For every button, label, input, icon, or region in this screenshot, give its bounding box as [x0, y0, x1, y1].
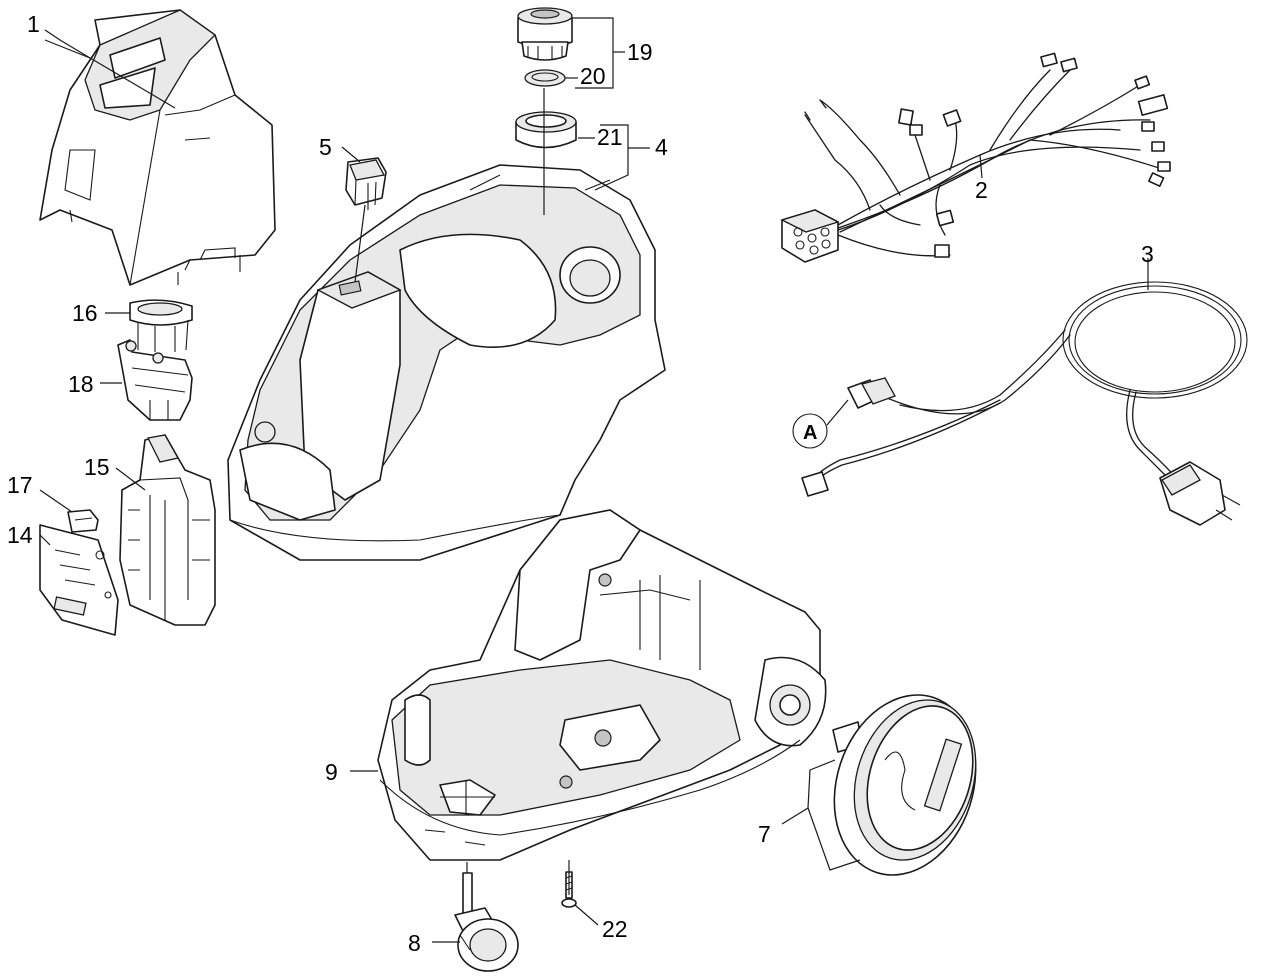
part-18-bracket [117, 339, 193, 421]
part-17-clip [67, 509, 99, 533]
part-4-upper-housing [227, 164, 666, 561]
label-part-4: 4 [655, 134, 668, 160]
label-part-1: 1 [27, 11, 40, 37]
part-2-wiring-harness [780, 52, 1171, 263]
part-16-holder-top [129, 299, 193, 352]
part-20-seal [524, 69, 566, 87]
label-part-14: 14 [7, 522, 33, 548]
part-5-switch [345, 157, 387, 210]
label-detail-a: A [803, 422, 817, 444]
label-part-19: 19 [627, 39, 653, 65]
label-part-3: 3 [1141, 241, 1154, 267]
label-part-7: 7 [758, 821, 771, 847]
label-part-22: 22 [602, 916, 628, 942]
label-part-15: 15 [84, 454, 110, 480]
label-part-8: 8 [408, 930, 421, 956]
part-number-labels: 1 19 20 21 4 5 2 3 16 18 15 17 14 9 7 22… [7, 11, 1154, 956]
label-part-17: 17 [7, 472, 33, 498]
part-19-cap [517, 7, 573, 61]
label-part-20: 20 [580, 63, 606, 89]
part-14-circuit-board [39, 524, 119, 636]
label-part-9: 9 [325, 759, 338, 785]
part-21-ring [515, 111, 577, 149]
leader-lines [39, 17, 1149, 943]
label-part-21: 21 [597, 124, 623, 150]
part-7-wheel [832, 694, 977, 876]
label-part-18: 18 [68, 371, 94, 397]
label-part-16: 16 [72, 300, 98, 326]
part-8-castor [454, 872, 519, 972]
part-15-housing [119, 434, 216, 626]
part-3-power-cord [792, 281, 1248, 526]
label-part-5: 5 [319, 134, 332, 160]
part-9-base [377, 509, 827, 861]
part-1-top-cover [39, 9, 276, 286]
label-part-2: 2 [975, 177, 988, 203]
